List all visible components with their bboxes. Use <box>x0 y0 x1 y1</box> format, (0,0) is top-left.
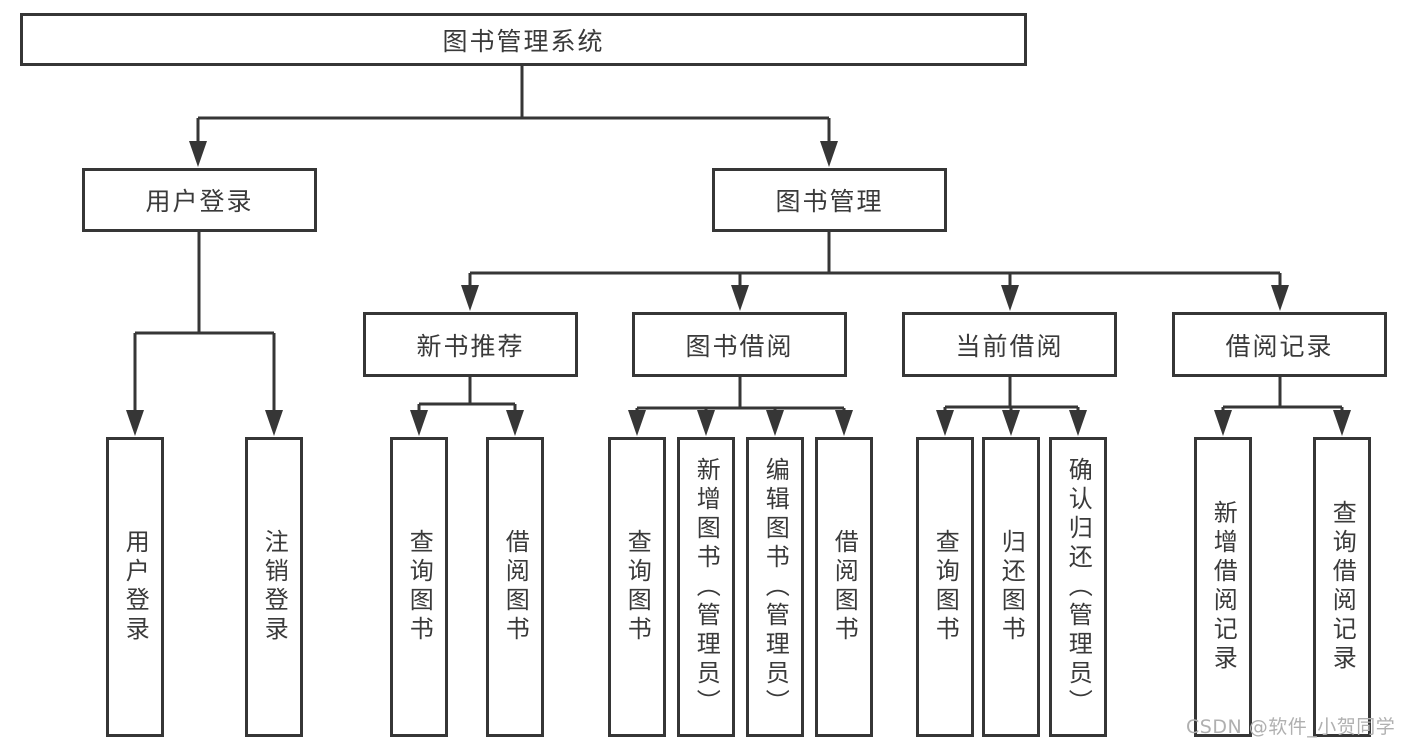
leaf-confirm-return-admin: 确认归还（管理员） <box>1049 437 1107 737</box>
node-book-management-label: 图书管理 <box>775 187 884 216</box>
arrowhead-icons <box>126 141 1351 436</box>
leaf-user-login: 用户登录 <box>106 437 164 737</box>
node-borrow-records: 借阅记录 <box>1172 312 1387 377</box>
node-new-book-recommend-label: 新书推荐 <box>416 331 525 361</box>
leaf-query-books-recommend: 查询图书 <box>390 437 448 737</box>
leaf-confirm-return-admin-label: 确认归还（管理员） <box>1064 456 1093 718</box>
node-root-label: 图书管理系统 <box>442 26 605 56</box>
watermark: CSDN @软件_小贺同学 <box>1186 716 1396 738</box>
leaf-borrow-books-label: 借阅图书 <box>830 529 859 645</box>
node-book-borrow-label: 图书借阅 <box>685 331 794 361</box>
node-new-book-recommend: 新书推荐 <box>363 312 578 377</box>
node-book-borrow: 图书借阅 <box>632 312 847 377</box>
leaf-add-books-admin-label: 新增图书（管理员） <box>692 456 721 718</box>
leaf-query-books-borrow: 查询图书 <box>608 437 666 737</box>
leaf-return-books-label: 归还图书 <box>997 529 1026 645</box>
leaf-query-borrow-record-label: 查询借阅记录 <box>1328 500 1357 674</box>
node-root: 图书管理系统 <box>20 13 1027 66</box>
leaf-user-login-label: 用户登录 <box>121 529 150 645</box>
node-user-login: 用户登录 <box>82 168 317 232</box>
leaf-query-borrow-record: 查询借阅记录 <box>1313 437 1371 737</box>
node-current-borrow-label: 当前借阅 <box>955 331 1064 361</box>
leaf-add-borrow-record-label: 新增借阅记录 <box>1209 500 1238 674</box>
node-borrow-records-label: 借阅记录 <box>1225 331 1334 361</box>
leaf-borrow-books-recommend: 借阅图书 <box>486 437 544 737</box>
leaf-edit-books-admin: 编辑图书（管理员） <box>746 437 804 737</box>
leaf-edit-books-admin-label: 编辑图书（管理员） <box>761 456 790 718</box>
leaf-logout-login: 注销登录 <box>245 437 303 737</box>
node-current-borrow: 当前借阅 <box>902 312 1117 377</box>
leaf-borrow-books-recommend-label: 借阅图书 <box>501 529 530 645</box>
leaf-add-borrow-record: 新增借阅记录 <box>1194 437 1252 737</box>
leaf-return-books: 归还图书 <box>982 437 1040 737</box>
leaf-query-books-current: 查询图书 <box>916 437 974 737</box>
leaf-query-books-recommend-label: 查询图书 <box>405 529 434 645</box>
node-book-management: 图书管理 <box>712 168 947 232</box>
leaf-add-books-admin: 新增图书（管理员） <box>677 437 735 737</box>
leaf-logout-login-label: 注销登录 <box>260 529 289 645</box>
leaf-query-books-current-label: 查询图书 <box>931 529 960 645</box>
leaf-borrow-books: 借阅图书 <box>815 437 873 737</box>
node-user-login-label: 用户登录 <box>145 187 254 216</box>
leaf-query-books-borrow-label: 查询图书 <box>623 529 652 645</box>
